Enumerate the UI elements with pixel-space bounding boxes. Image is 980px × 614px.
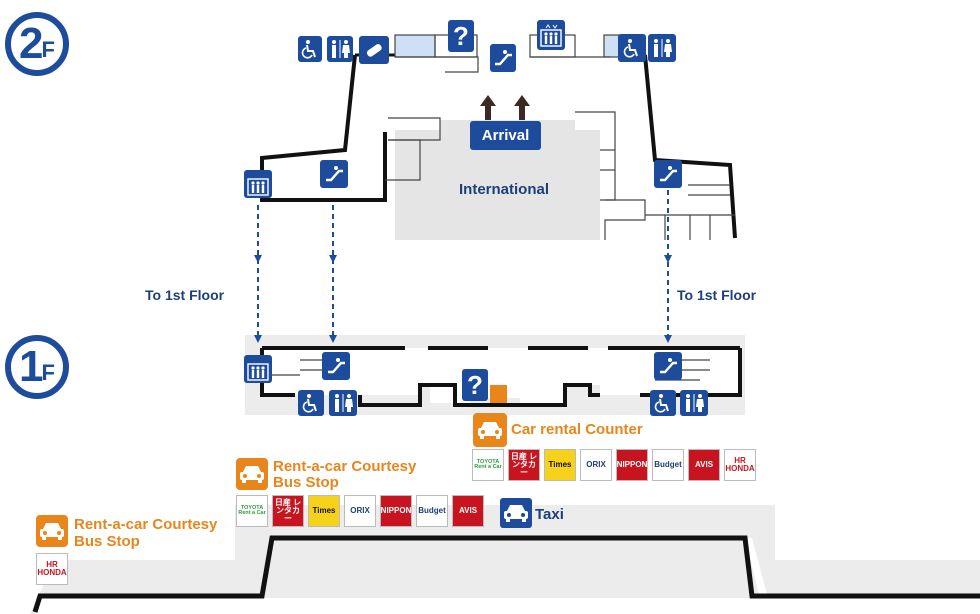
building-outline-ground — [35, 538, 980, 614]
brand-logo-avis: AVIS — [452, 495, 484, 527]
car-icon — [36, 515, 68, 547]
floor-badge-2f-suffix: F — [41, 37, 55, 62]
brand-logo-nippon: NIPPON — [616, 449, 648, 481]
floor-1f-inner — [262, 348, 740, 403]
car-rental-counter-label: Car rental Counter — [511, 421, 643, 438]
brand-logo-nippon: NIPPON — [380, 495, 412, 527]
courtesy-bus-stop-left-label-line1: Rent-a-car Courtesy — [74, 516, 218, 533]
to-first-floor-left-label: To 1st Floor — [145, 287, 225, 303]
escalator-icon — [320, 160, 348, 188]
brand-logo-times: Times — [544, 449, 576, 481]
brand-logo-budget: Budget — [416, 495, 448, 527]
brand-logo-budget: Budget — [652, 449, 684, 481]
brand-logo-nissan: 日産 レンタカー — [272, 495, 304, 527]
wheelchair-icon — [298, 390, 324, 416]
brand-logo-honda: HR HONDA — [36, 553, 68, 585]
brand-logo-times: Times — [308, 495, 340, 527]
information-icon: ? — [462, 369, 488, 401]
restroom-icon — [327, 36, 353, 62]
arrival-label: Arrival — [470, 121, 541, 150]
brand-logo-avis: AVIS — [688, 449, 720, 481]
car-icon — [473, 413, 507, 447]
nursing-bottle-icon — [359, 36, 389, 64]
floor-badge-2f-number: 2 — [19, 19, 44, 68]
taxi-icon — [500, 498, 532, 528]
escalator-icon — [654, 352, 682, 380]
dashed-arrowheads — [254, 255, 672, 343]
brand-logo-toyota: TOYOTA Rent a Car — [236, 495, 268, 527]
arrival-arrows — [480, 95, 530, 120]
brand-logo-orix: ORIX — [580, 449, 612, 481]
information-icon-label-1f: ? — [467, 369, 483, 400]
dashed-connectors — [257, 190, 669, 340]
taxi-label: Taxi — [535, 506, 564, 523]
road-area — [30, 505, 980, 614]
floor-badge-1f-number: 1 — [19, 342, 44, 391]
escalator-icon — [654, 160, 682, 188]
restroom-icon — [648, 34, 676, 62]
escalator-icon — [322, 352, 350, 380]
courtesy-bus-stop-label-line2: Bus Stop — [273, 474, 339, 491]
brand-logo-orix: ORIX — [344, 495, 376, 527]
orange-marker — [490, 385, 507, 403]
information-icon-label: ? — [453, 20, 469, 51]
wall-ground — [32, 535, 980, 613]
courtesy-bus-stop-label-line1: Rent-a-car Courtesy — [273, 458, 417, 475]
international-label: International — [459, 181, 550, 198]
floor-badge-1f-suffix: F — [41, 360, 55, 385]
to-first-floor-right-label: To 1st Floor — [677, 287, 757, 303]
wheelchair-icon — [618, 34, 646, 62]
brand-logo-honda: HR HONDA — [724, 449, 756, 481]
information-icon: ? — [448, 20, 474, 52]
courtesy-bus-stop-left-label-line2: Bus Stop — [74, 533, 140, 550]
elevator-icon — [244, 170, 272, 198]
wheelchair-icon — [650, 390, 676, 416]
restroom-icon — [680, 390, 708, 416]
elevator-icon — [244, 355, 272, 383]
brand-logo-toyota: TOYOTA Rent a Car — [472, 449, 504, 481]
escalator-icon — [490, 44, 516, 72]
wall-2f-right — [643, 54, 737, 239]
floor-2f-hall — [395, 130, 600, 240]
car-icon — [236, 458, 268, 490]
wheelchair-icon — [298, 36, 322, 62]
restroom-icon — [329, 390, 357, 416]
brand-logo-nissan: 日産 レンタカー — [508, 449, 540, 481]
elevator-icon — [537, 20, 565, 50]
